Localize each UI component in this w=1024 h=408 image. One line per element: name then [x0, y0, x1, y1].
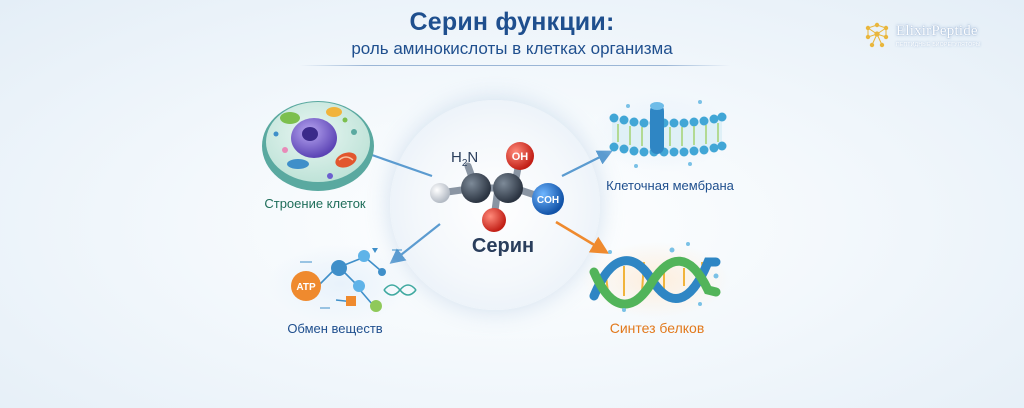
label-protein-synthesis: Синтез белков	[609, 320, 705, 336]
hydroxyl-atom	[506, 142, 534, 170]
arrow-to-metabolism	[389, 223, 441, 264]
dna-helix-icon	[582, 242, 730, 318]
amine-label: H2N	[451, 149, 478, 169]
carboxyl-label: COH	[537, 195, 559, 206]
carbon-atom	[493, 173, 523, 203]
oxygen-atom	[482, 208, 506, 232]
membrane-protein	[650, 104, 664, 154]
membrane-lipid-heads	[609, 112, 727, 157]
brand-logo: ElixirPeptide ПЕПТИДНЫЕ БИОРЕГУЛЯТОРЫ	[862, 17, 1010, 53]
logo-name: ElixirPeptide	[896, 22, 978, 39]
label-cell-structure: Строение клеток	[264, 196, 366, 211]
serine-molecule: H2N OH COH	[430, 142, 564, 232]
atp-molecule	[291, 271, 321, 301]
hydroxyl-label: OH	[512, 151, 529, 163]
arrow-to-membrane	[561, 150, 613, 177]
subtitle-divider	[300, 65, 730, 66]
logo-tagline: ПЕПТИДНЫЕ БИОРЕГУЛЯТОРЫ	[896, 41, 981, 48]
carbon-atom	[461, 173, 491, 203]
page-title: Серин функции:	[409, 8, 615, 36]
atp-label: ATP	[296, 282, 316, 293]
carboxyl-atom	[532, 183, 564, 215]
cell-icon	[262, 101, 374, 191]
molecule-grid-icon	[865, 22, 889, 48]
serine-label: Серин	[471, 235, 535, 257]
page-subtitle: роль аминокислоты в клетках организма	[351, 39, 673, 58]
metabolism-icon: ATP	[268, 244, 417, 324]
label-cell-membrane: Клеточная мембрана	[606, 178, 734, 193]
membrane-icon	[592, 92, 732, 172]
label-metabolism: Обмен веществ	[287, 321, 383, 336]
arrow-to-protein	[555, 220, 610, 254]
hydrogen-atom	[430, 183, 450, 203]
